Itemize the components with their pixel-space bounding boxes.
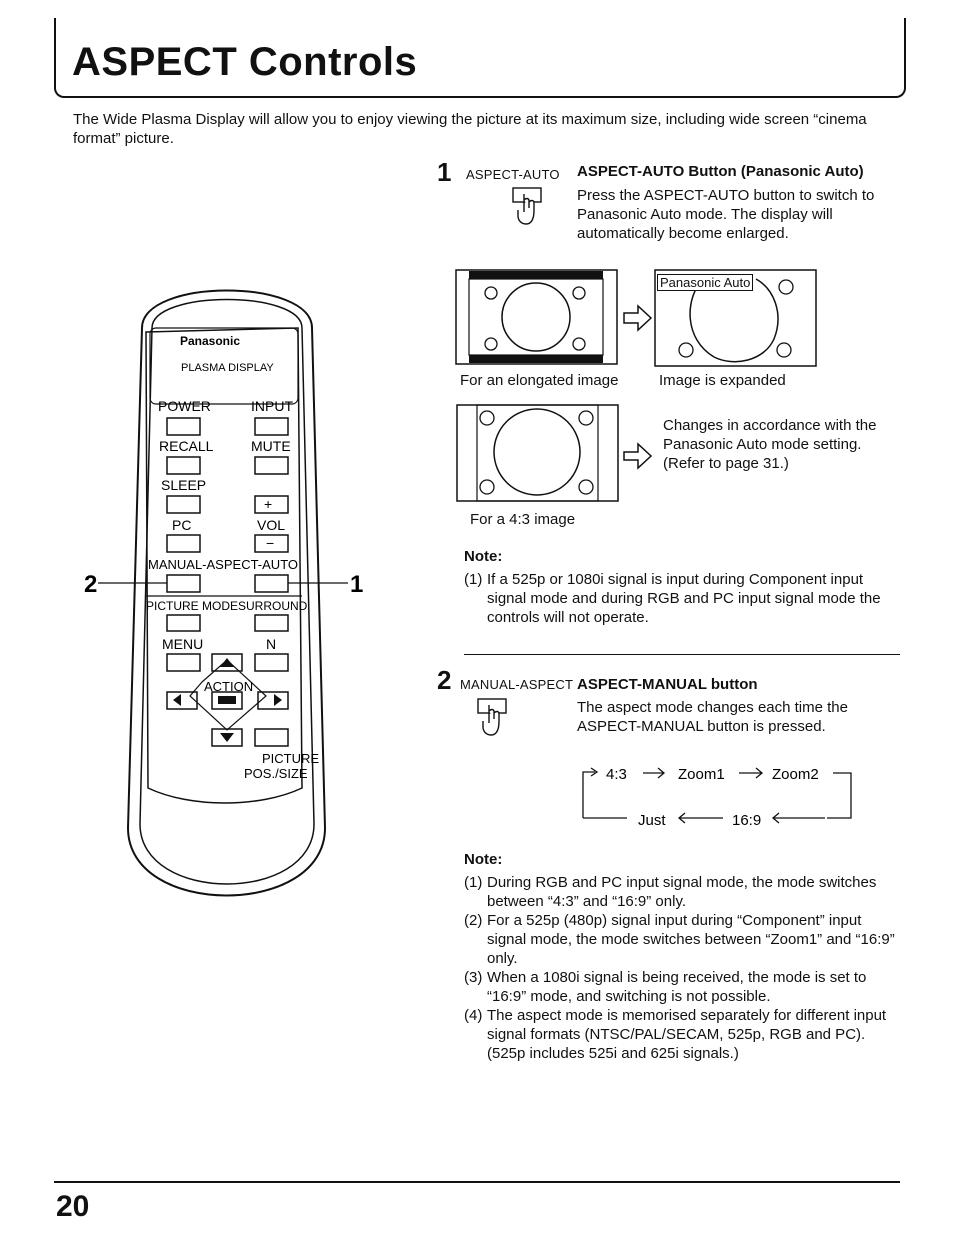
note1-heading: Note:	[464, 548, 503, 565]
section-divider	[464, 654, 900, 655]
label-n: N	[266, 636, 276, 652]
label-pc: PC	[172, 517, 191, 533]
vol-up-button[interactable]	[254, 495, 289, 514]
label-pos-size: POS./SIZE	[244, 766, 308, 781]
up-button[interactable]	[211, 653, 243, 672]
pc-button[interactable]	[166, 534, 201, 553]
list-item: (4)The aspect mode is memorised separate…	[464, 1007, 887, 1062]
remote-brand: Panasonic	[180, 334, 240, 348]
list-item: (2)For a 525p (480p) signal input during…	[464, 912, 895, 967]
up-arrow-icon	[220, 658, 234, 667]
mode-zoom1: Zoom1	[678, 766, 725, 783]
picture-mode-button[interactable]	[166, 614, 201, 632]
footer-rule	[54, 1181, 900, 1183]
callout-1: 1	[350, 571, 363, 598]
sleep-button[interactable]	[166, 495, 201, 514]
label-action: ACTION	[204, 679, 253, 694]
label-sleep: SLEEP	[161, 477, 206, 493]
aspect-auto-button[interactable]	[254, 574, 289, 593]
action-button[interactable]	[211, 691, 243, 710]
left-button[interactable]	[166, 691, 198, 710]
label-recall: RECALL	[159, 438, 214, 454]
list-item: (1)During RGB and PC input signal mode, …	[464, 874, 877, 910]
right-arrow-icon	[274, 694, 282, 706]
mode-16-9: 16:9	[732, 812, 761, 829]
note2-list: (1)During RGB and PC input signal mode, …	[464, 873, 902, 1063]
intro-paragraph: The Wide Plasma Display will allow you t…	[73, 111, 867, 147]
step2-heading: ASPECT-MANUAL button	[577, 676, 758, 693]
down-arrow-icon	[220, 733, 234, 742]
manual-aspect-button[interactable]	[166, 574, 201, 593]
aspect-cycle-diagram: 4:3 Zoom1 Zoom2 16:9 Just	[582, 766, 852, 829]
down-button[interactable]	[211, 728, 243, 747]
note1-list: (1)If a 525p or 1080i signal is input du…	[464, 570, 902, 627]
minus-icon: −	[266, 535, 274, 551]
label-vol: VOL	[257, 517, 285, 533]
four-three-image-screen	[456, 404, 619, 502]
step1-button-label: ASPECT-AUTO	[466, 167, 560, 182]
remote-face-panel	[145, 327, 303, 804]
caption-expanded: Image is expanded	[659, 372, 786, 389]
right-button[interactable]	[257, 691, 289, 710]
label-mute: MUTE	[251, 438, 291, 454]
hand-press-icon	[512, 187, 542, 225]
action-icon	[218, 696, 236, 704]
power-button[interactable]	[166, 417, 201, 436]
title-frame	[54, 18, 906, 98]
note2-heading: Note:	[464, 851, 503, 868]
remote-body-outline	[126, 289, 327, 897]
label-picture: PICTURE	[262, 751, 319, 766]
hand-press-icon	[477, 698, 507, 736]
label-surround: SURROUND	[238, 599, 308, 613]
step1-heading: ASPECT-AUTO Button (Panasonic Auto)	[577, 163, 864, 180]
caption-43: For a 4:3 image	[470, 511, 576, 528]
picture-pos-size-button[interactable]	[254, 728, 289, 747]
label-power: POWER	[158, 398, 211, 414]
vol-down-button[interactable]	[254, 534, 289, 553]
surround-button[interactable]	[254, 614, 289, 632]
change-text: Changes in accordance with the Panasonic…	[663, 417, 877, 472]
page-title: ASPECT Controls	[72, 40, 418, 84]
input-button[interactable]	[254, 417, 289, 436]
mute-button[interactable]	[254, 456, 289, 475]
label-menu: MENU	[162, 636, 203, 652]
action-diamond	[189, 659, 267, 731]
arrow-right-icon	[623, 304, 653, 332]
step2-number: 2	[437, 665, 452, 695]
plus-icon: +	[264, 496, 272, 512]
mode-4-3: 4:3	[606, 766, 627, 783]
list-item: (1)If a 525p or 1080i signal is input du…	[464, 571, 881, 626]
arrow-right-icon	[623, 442, 653, 470]
label-input: INPUT	[251, 398, 293, 414]
list-item: (3)When a 1080i signal is being received…	[464, 969, 867, 1005]
mode-just: Just	[638, 812, 666, 829]
mode-zoom2: Zoom2	[772, 766, 819, 783]
remote-model: PLASMA DISPLAY	[181, 362, 274, 374]
panasonic-auto-tag: Panasonic Auto	[657, 274, 754, 291]
expanded-image-screen	[654, 269, 817, 367]
label-manual-aspect-auto: MANUAL-ASPECT-AUTO	[148, 557, 298, 572]
left-arrow-icon	[173, 694, 181, 706]
label-picture-mode: PICTURE MODE	[146, 599, 238, 613]
step1-number: 1	[437, 157, 452, 187]
elongated-image-screen	[455, 269, 618, 365]
step2-text: The aspect mode changes each time the AS…	[577, 699, 848, 735]
step2-button-label: MANUAL-ASPECT	[460, 677, 574, 692]
recall-button[interactable]	[166, 456, 201, 475]
remote-body-inner	[139, 298, 315, 885]
menu-button[interactable]	[166, 653, 201, 672]
step1-text: Press the ASPECT-AUTO button to switch t…	[577, 187, 875, 242]
page-number: 20	[56, 1190, 90, 1223]
remote-control-illustration: Panasonic PLASMA DISPLAY POWER INPUT REC…	[84, 289, 363, 897]
callout-2: 2	[84, 571, 97, 598]
brand-panel	[149, 327, 299, 405]
caption-elongated: For an elongated image	[460, 372, 619, 389]
n-button[interactable]	[254, 653, 289, 672]
